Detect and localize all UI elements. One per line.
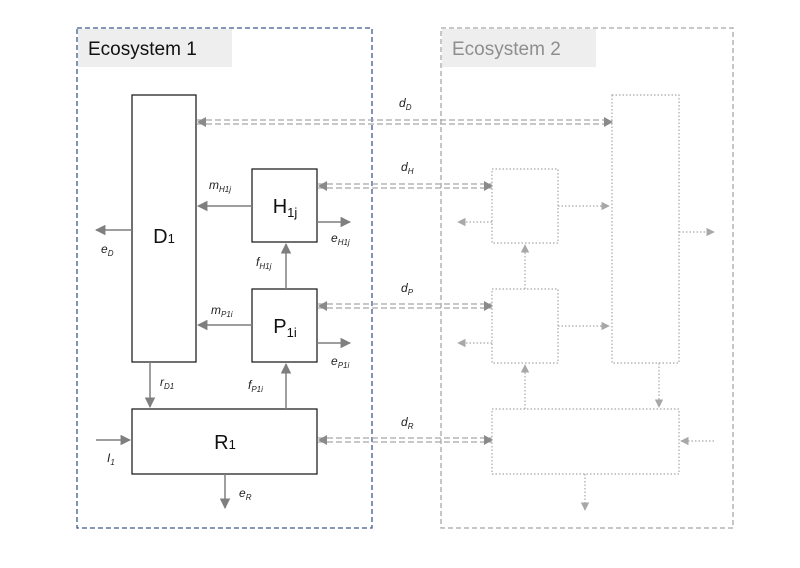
flow-label-f-h1j: fH1j	[256, 255, 272, 271]
dispersal-label-d-r: dR	[401, 415, 414, 431]
producer-label: P1i	[273, 316, 297, 340]
detritus-label: D1	[153, 226, 175, 248]
eco2-herbivore-box	[491, 168, 559, 244]
flow-label-e-p1i: eP1i	[331, 354, 349, 370]
flow-label-i-1: I1	[107, 451, 115, 467]
resource-box	[131, 408, 318, 475]
producer-box	[251, 288, 318, 363]
dispersal-label-d-p: dP	[401, 281, 414, 297]
flow-label-m-p1i: mP1i	[211, 303, 233, 319]
flow-label-m-h1j: mH1j	[209, 178, 231, 194]
flow-label-r-d1: rD1	[160, 375, 174, 391]
eco2-resource-box	[491, 408, 680, 475]
ecosystem-2-frame	[440, 27, 734, 529]
flow-label-e-r: eR	[239, 486, 252, 502]
eco2-detritus-box	[611, 94, 680, 364]
ecosystem-2-title: Ecosystem 2	[452, 39, 561, 60]
dispersal-arrow-d	[197, 119, 612, 125]
herbivore-label: H1j	[273, 196, 298, 220]
ecosystem-1-title-bg	[78, 29, 232, 67]
flow-label-e-d: eD	[101, 242, 114, 258]
ecosystem-1-title: Ecosystem 1	[88, 39, 197, 60]
dispersal-label-d-d: dD	[399, 96, 412, 112]
flow-label-f-p1i: fP1i	[248, 378, 263, 394]
ecosystem-2-title-bg	[442, 29, 596, 67]
resource-label: R1	[214, 432, 236, 454]
dispersal-label-d-h: dH	[401, 160, 414, 176]
dispersal-arrow-p	[318, 303, 492, 309]
dispersal-arrowheads	[197, 117, 613, 445]
dispersal-arrow-h	[318, 183, 492, 189]
detritus-box	[131, 94, 197, 363]
flow-label-e-h1j: eH1j	[331, 231, 350, 247]
herbivore-box	[251, 168, 318, 243]
dispersal-arrow-r	[318, 437, 492, 443]
ecosystem-1-frame	[76, 27, 373, 529]
eco2-producer-box	[491, 288, 559, 364]
